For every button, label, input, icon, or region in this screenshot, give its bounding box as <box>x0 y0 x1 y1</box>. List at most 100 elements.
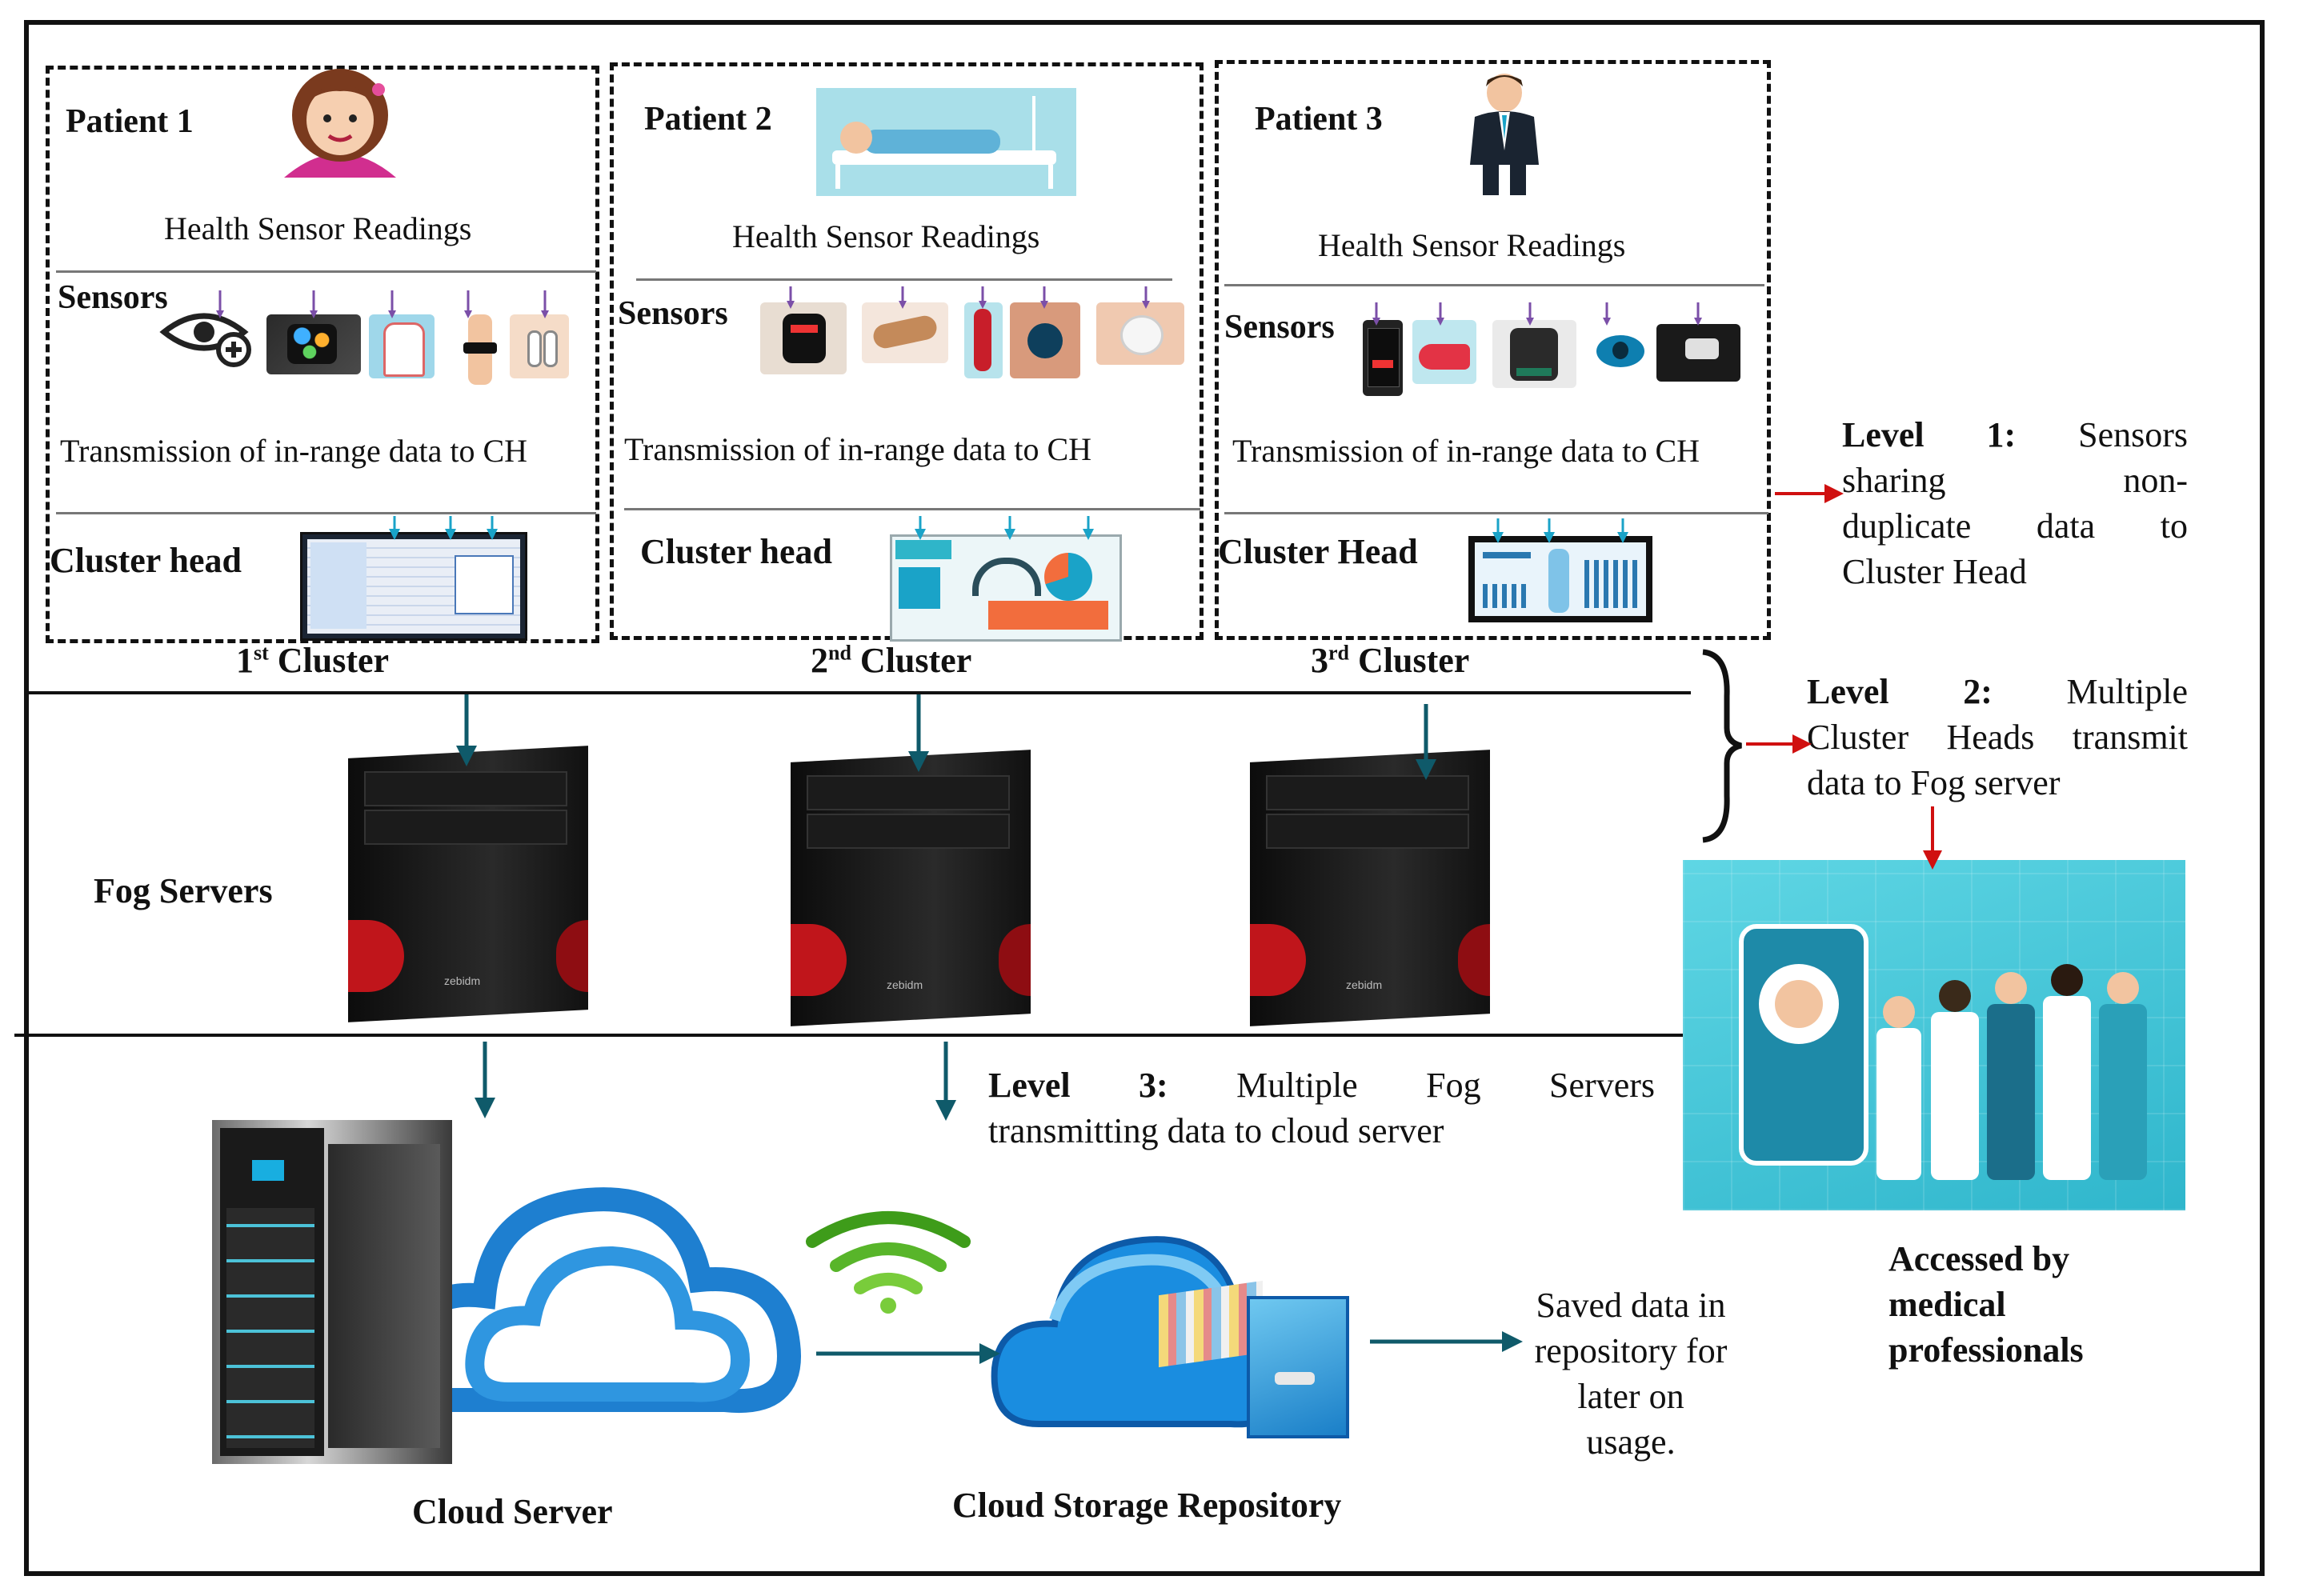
cluster-1-sup: st <box>254 641 269 665</box>
patient-3-avatar-icon <box>1470 74 1539 195</box>
cluster-3-sup: rd <box>1328 641 1349 665</box>
cloud-storage-label: Cloud Storage Repository <box>952 1486 1342 1525</box>
smartwatch-sensor <box>760 302 847 374</box>
saved-line-1: Saved data in <box>1536 1286 1726 1325</box>
accessed-line-3: professionals <box>1888 1330 2084 1370</box>
separator-fog-bottom <box>14 1034 1695 1037</box>
level-2-lead: Level 2: <box>1807 672 1993 711</box>
level-2-line-1: Level 2: Multiple <box>1807 669 2188 714</box>
glove-sensor <box>1492 320 1576 388</box>
level-1-line-2: sharing non- <box>1842 461 2188 500</box>
cluster-3-word: Cluster <box>1358 641 1470 680</box>
cluster-1-num: 1 <box>236 641 254 680</box>
patient-1-avatar-icon <box>284 69 396 178</box>
phone-sensor <box>1363 320 1403 396</box>
eye-lens-sensor <box>1580 324 1660 386</box>
cluster-2-divider-top <box>636 278 1172 281</box>
level-1-text-1: Sensors <box>2078 415 2188 454</box>
finger-sensor <box>1656 324 1740 382</box>
eye-sensor-icon <box>159 313 251 367</box>
cluster-box-1 <box>46 66 599 643</box>
earphone-sensor <box>510 314 569 378</box>
accessed-by-label: Accessed by medical professionals <box>1888 1236 2084 1373</box>
fog-server-2-brand: zebidm <box>887 978 923 991</box>
cluster-2-sensors-label: Sensors <box>618 295 728 332</box>
cluster-2-divider-bottom <box>624 508 1200 510</box>
shoe-sensor <box>1412 320 1476 384</box>
medical-professionals-illustration <box>1683 860 2185 1210</box>
fog-server-2: zebidm <box>791 750 1039 1026</box>
patch-sensor <box>862 302 948 363</box>
saved-line-2: repository for <box>1534 1331 1728 1370</box>
saved-line-3: later on <box>1577 1377 1684 1416</box>
ankle-sensor <box>452 314 510 386</box>
level-1-lead: Level 1: <box>1842 415 2017 454</box>
level-2-text-1: Multiple <box>2066 672 2188 711</box>
cluster-1-sensors-label: Sensors <box>58 279 168 316</box>
cluster-2-head-label: Cluster head <box>640 532 832 571</box>
ear-sensor <box>1010 302 1080 378</box>
cluster-1-transmission: Transmission of in-range data to CH <box>60 433 528 469</box>
level-3-lead: Level 3: <box>988 1066 1168 1105</box>
cluster-3-head-label: Cluster Head <box>1218 532 1418 571</box>
cluster-2-word: Cluster <box>859 641 972 680</box>
cluster-3-num: 3 <box>1311 641 1328 680</box>
level-1-description: Level 1: Sensors sharing non- duplicate … <box>1842 412 2188 594</box>
patient-1-readings: Health Sensor Readings <box>164 210 472 246</box>
cluster-3-divider-top <box>1224 284 1764 286</box>
level-3-line-2: transmitting data to cloud server <box>988 1111 1444 1150</box>
cluster-box-3 <box>1215 60 1771 640</box>
level-2-description: Level 2: Multiple Cluster Heads transmit… <box>1807 669 2188 806</box>
cluster-head-2-dashboard <box>890 534 1122 642</box>
level-3-description: Level 3: Multiple Fog Servers transmitti… <box>988 1062 1655 1154</box>
cluster-1-head-label: Cluster head <box>50 541 242 580</box>
patient-3-label: Patient 3 <box>1255 101 1383 138</box>
skin-patch-sensor <box>1096 302 1184 365</box>
cluster-1-caption: 1st Cluster <box>236 640 389 681</box>
level-1-line-1: Level 1: Sensors <box>1842 412 2188 458</box>
diagram-frame <box>24 20 2265 1576</box>
fog-server-3-brand: zebidm <box>1346 978 1383 991</box>
level-3-line-1: Level 3: Multiple Fog Servers <box>988 1062 1655 1108</box>
fog-server-1: zebidm <box>348 746 596 1022</box>
jacket-sensor <box>369 314 435 378</box>
level-2-line-3: data to Fog server <box>1807 763 2061 802</box>
patient-1-label: Patient 1 <box>66 103 194 140</box>
cluster-2-caption: 2nd Cluster <box>811 640 971 681</box>
patient-2-readings: Health Sensor Readings <box>732 218 1040 254</box>
patient-2-label: Patient 2 <box>644 101 772 138</box>
band-sensor <box>964 302 1003 378</box>
fog-servers-label: Fog Servers <box>94 871 273 910</box>
accessed-line-1: Accessed by <box>1888 1239 2070 1278</box>
wifi-icon <box>806 1211 971 1314</box>
cloud-storage-illustration <box>991 1184 1375 1448</box>
level-1-line-4: Cluster Head <box>1842 552 2027 591</box>
cluster-2-transmission: Transmission of in-range data to CH <box>624 431 1092 467</box>
separator-fog-top <box>28 691 1691 694</box>
level-2-line-2: Cluster Heads transmit <box>1807 718 2188 757</box>
cluster-3-transmission: Transmission of in-range data to CH <box>1232 433 1700 469</box>
cluster-1-divider-bottom <box>56 512 596 514</box>
cluster-2-sup: nd <box>828 641 851 665</box>
fog-server-1-brand: zebidm <box>444 974 481 987</box>
cluster-2-num: 2 <box>811 641 828 680</box>
hospital-bed-icon <box>816 88 1076 196</box>
accessed-line-2: medical <box>1888 1285 2006 1324</box>
cluster-1-divider-top <box>56 270 596 273</box>
smartwatch-apps-sensor <box>266 314 361 374</box>
cluster-1-word: Cluster <box>277 641 390 680</box>
cluster-3-caption: 3rd Cluster <box>1311 640 1469 681</box>
cloud-server-label: Cloud Server <box>412 1492 613 1531</box>
fog-server-3: zebidm <box>1250 750 1498 1026</box>
patient-3-readings: Health Sensor Readings <box>1318 227 1626 263</box>
cluster-3-divider-bottom <box>1224 512 1768 514</box>
level-2-brace-icon <box>1702 649 1742 843</box>
cloud-server-illustration <box>196 1112 806 1472</box>
saved-line-4: usage. <box>1586 1422 1676 1462</box>
level-3-text-1: Multiple Fog Servers <box>1236 1066 1655 1105</box>
level-1-line-3: duplicate data to <box>1842 506 2188 546</box>
cluster-3-sensors-label: Sensors <box>1224 309 1335 346</box>
saved-data-description: Saved data in repository for later on us… <box>1511 1282 1751 1465</box>
cluster-head-1-screen <box>300 532 527 641</box>
cluster-head-3-monitor <box>1468 536 1652 622</box>
